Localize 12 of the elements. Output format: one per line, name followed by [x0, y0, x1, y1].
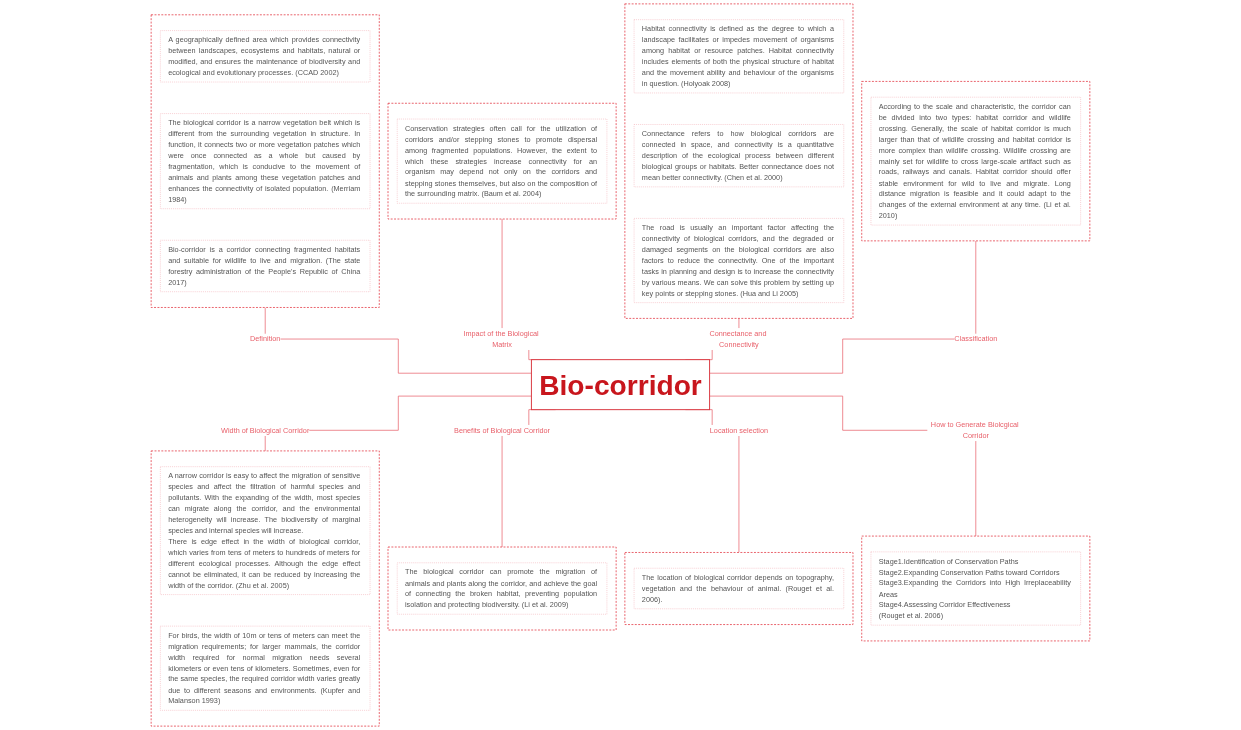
connector — [709, 240, 977, 374]
node-box: Bio-corridor — [530, 359, 711, 411]
cluster — [387, 546, 617, 631]
connector — [264, 307, 532, 374]
cluster — [861, 81, 1091, 242]
connector — [709, 395, 977, 537]
cluster — [387, 102, 617, 220]
cluster — [150, 450, 380, 727]
cluster — [861, 535, 1091, 642]
cluster — [150, 14, 380, 308]
cluster — [624, 552, 854, 625]
cluster — [624, 3, 854, 319]
